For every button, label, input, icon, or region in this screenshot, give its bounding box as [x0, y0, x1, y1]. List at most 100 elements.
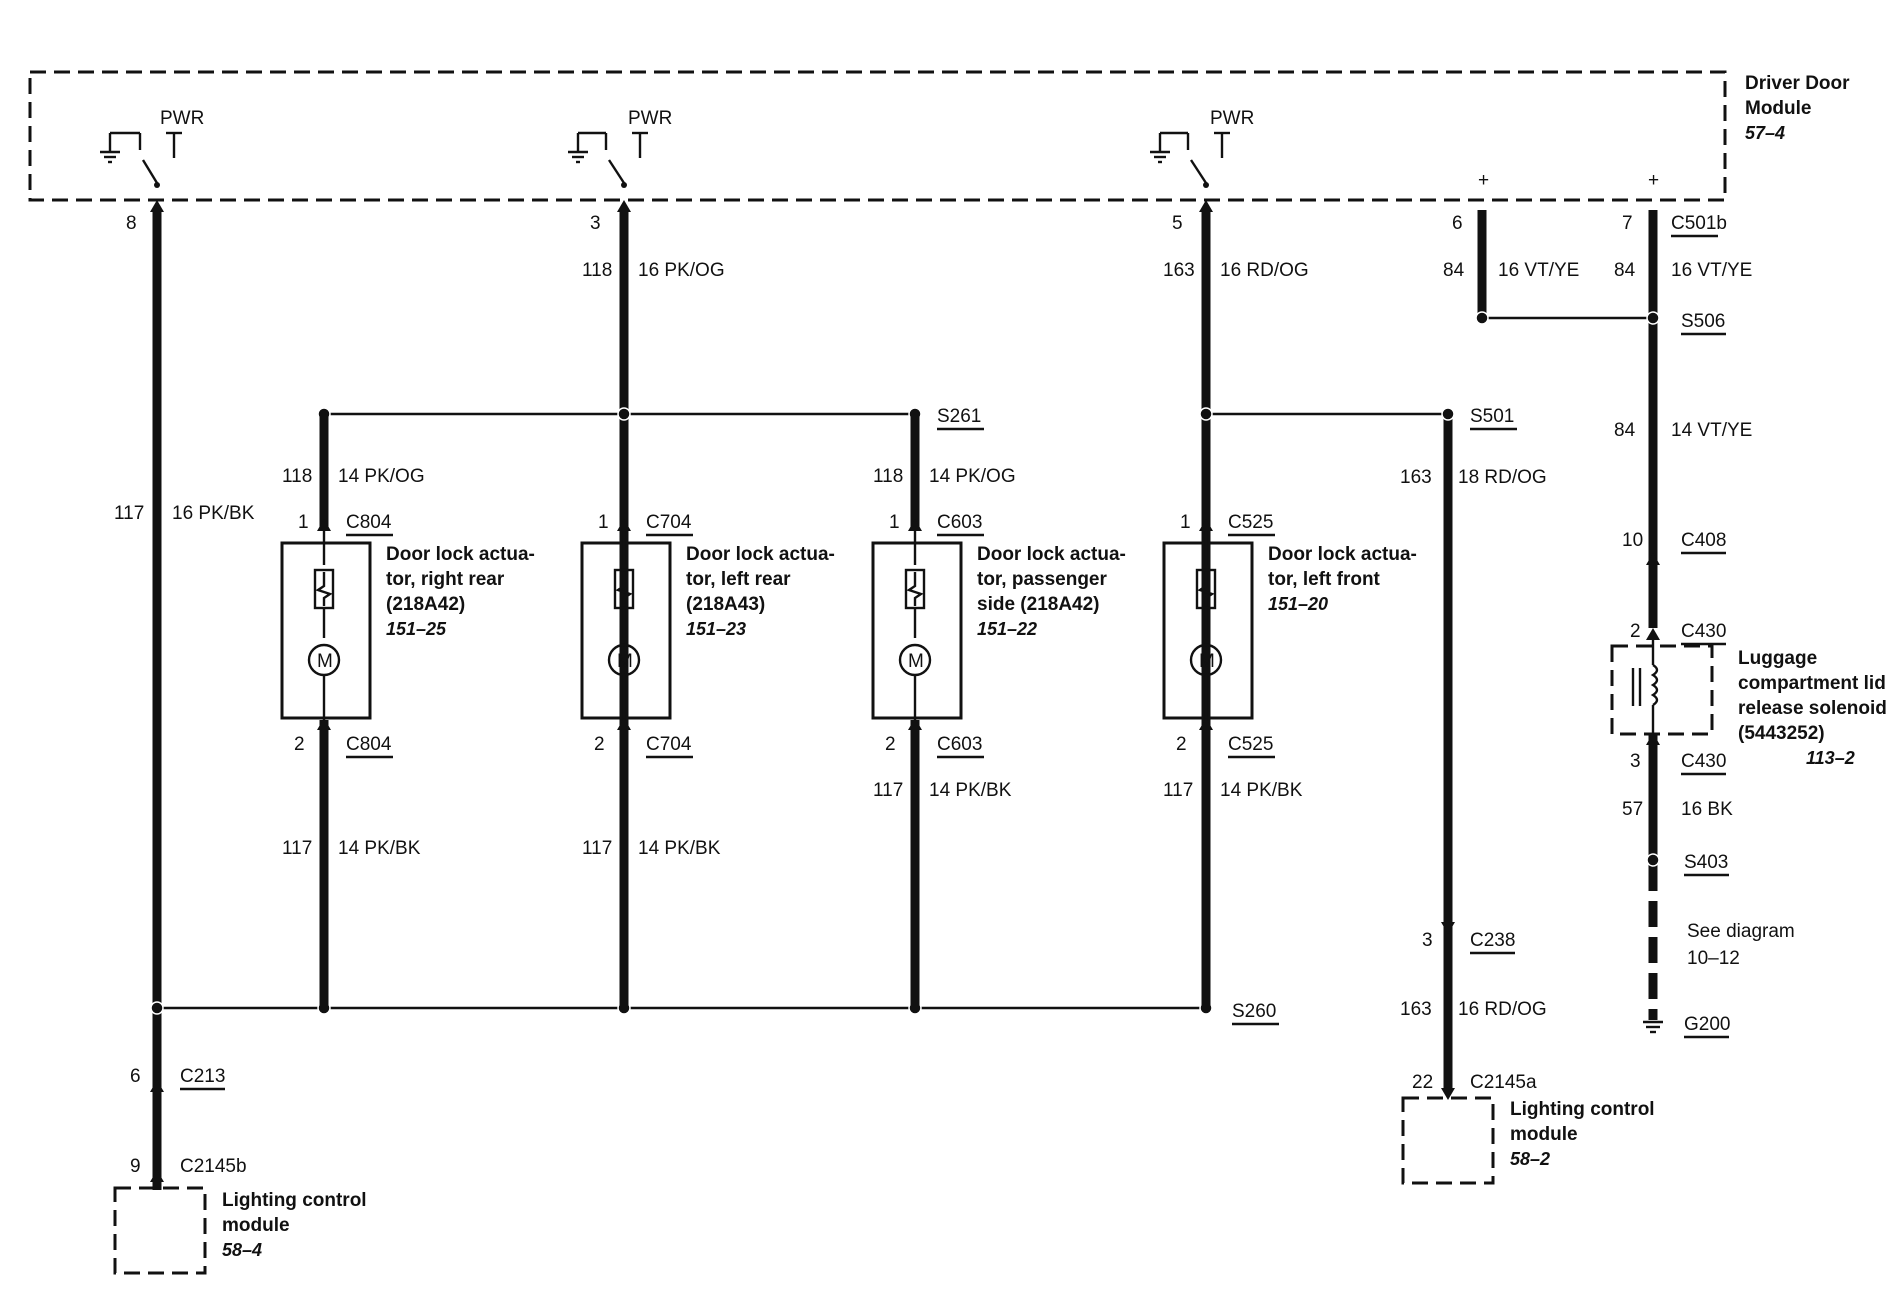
solenoid-name-line3: release solenoid: [1738, 698, 1887, 719]
wire-circuit: 84: [1443, 260, 1465, 281]
connector-c238: C238: [1470, 930, 1515, 951]
pin-8: 8: [126, 213, 137, 234]
wire-circuit: 163: [1400, 467, 1432, 488]
connector-label: C704: [646, 512, 692, 533]
wire-spec: 16 BK: [1681, 799, 1733, 820]
wire-circuit: 117: [282, 838, 312, 859]
wire-circuit: 117: [114, 503, 144, 524]
solenoid-name-line2: compartment lid: [1738, 673, 1886, 694]
pin-5: 5: [1172, 213, 1183, 234]
splice-s403: S403: [1684, 852, 1728, 873]
lcm-name-line2: module: [222, 1215, 290, 1236]
lcm-name-line1: Lighting control: [222, 1190, 367, 1211]
motor-label: M: [908, 651, 924, 672]
pin-7: 7: [1622, 213, 1633, 234]
connector-label: C525: [1228, 734, 1273, 755]
pin-label: 2: [1630, 621, 1641, 642]
connector-c430-top: C430: [1681, 621, 1726, 642]
pwr-label-2: PWR: [628, 108, 672, 129]
plus-sign-pin7: +: [1648, 170, 1659, 191]
see-diagram-line2: 10–12: [1687, 948, 1740, 969]
ground-g200: G200: [1684, 1014, 1730, 1035]
wire-spec: 16 VT/YE: [1671, 260, 1752, 281]
driver-door-module-box: [28, 70, 1727, 202]
pin-label: 3: [1422, 930, 1433, 951]
switch-symbol-1: PWR: [100, 108, 204, 188]
pin-label: 1: [1180, 512, 1191, 533]
wire-circuit: 84: [1614, 420, 1636, 441]
connector-c430-bottom: C430: [1681, 751, 1726, 772]
connector-label: C804: [346, 512, 392, 533]
pin-label: 3: [1630, 751, 1641, 772]
actuator-name-line2: tor, right rear: [386, 569, 505, 590]
actuator-ref: 151–25: [386, 619, 447, 639]
actuator-ref: 151–23: [686, 619, 746, 639]
connector-label: C603: [937, 512, 982, 533]
wire-spec: 16 PK/OG: [638, 260, 725, 281]
connector-c2145b: C2145b: [180, 1156, 247, 1177]
wire-circuit: 163: [1400, 999, 1432, 1020]
wire-spec: 14 PK/BK: [338, 838, 421, 859]
connector-c408: C408: [1681, 530, 1726, 551]
wire-spec: 16 RD/OG: [1458, 999, 1547, 1020]
wire-circuit: 117: [1163, 780, 1193, 801]
actuator-name-line3: (218A43): [686, 594, 765, 615]
actuator-left-front: M: [1162, 519, 1254, 730]
wire-spec: 14 PK/BK: [1220, 780, 1303, 801]
pin-label: 2: [1176, 734, 1187, 755]
wire-spec: 16 PK/BK: [172, 503, 255, 524]
actuator-name-line2: tor, passenger: [977, 569, 1107, 590]
pin-label: 2: [594, 734, 605, 755]
motor-label: M: [617, 651, 633, 672]
lcm-ref: 58–2: [1510, 1149, 1550, 1169]
pin-label: 1: [598, 512, 609, 533]
wire-spec: 14 VT/YE: [1671, 420, 1752, 441]
pin-label: 6: [130, 1066, 141, 1087]
actuator-ref: 151–22: [977, 619, 1037, 639]
wire-circuit: 118: [582, 260, 612, 281]
pin-label: 1: [889, 512, 900, 533]
solenoid-name-line1: Luggage: [1738, 648, 1817, 669]
connector-c2145a: C2145a: [1470, 1072, 1537, 1093]
wire-circuit: 163: [1163, 260, 1195, 281]
pin-label: 2: [294, 734, 305, 755]
wire-circuit: 117: [582, 838, 612, 859]
connector-label: C525: [1228, 512, 1273, 533]
actuator-name-line1: Door lock actua-: [386, 544, 535, 565]
lighting-control-module-mid: [1401, 1096, 1495, 1185]
plus-sign-pin6: +: [1478, 170, 1489, 191]
wire-circuit: 118: [282, 466, 312, 487]
wire-spec: 14 PK/OG: [929, 466, 1016, 487]
pin-label: 1: [298, 512, 309, 533]
wire-spec: 14 PK/BK: [638, 838, 721, 859]
lcm-name-line1: Lighting control: [1510, 1099, 1655, 1120]
wire-circuit: 84: [1614, 260, 1636, 281]
actuator-ref: 151–20: [1268, 594, 1328, 614]
wire-circuit: 57: [1622, 799, 1643, 820]
see-diagram-line1: See diagram: [1687, 921, 1795, 942]
connector-label: C603: [937, 734, 982, 755]
lcm-name-line2: module: [1510, 1124, 1578, 1145]
pin-label: 22: [1412, 1072, 1433, 1093]
wire-circuit: 118: [873, 466, 903, 487]
splice-s506: S506: [1681, 311, 1725, 332]
switch-symbol-3: PWR: [1150, 108, 1254, 188]
solenoid-ref: 113–2: [1806, 748, 1855, 768]
module-ref: 57–4: [1745, 123, 1785, 143]
luggage-solenoid: [1610, 628, 1714, 745]
switch-symbol-2: PWR: [568, 108, 672, 188]
pin-label: 9: [130, 1156, 141, 1177]
wire-spec: 16 RD/OG: [1220, 260, 1309, 281]
actuator-right-rear: M: [280, 519, 372, 730]
actuator-name-line1: Door lock actua-: [1268, 544, 1417, 565]
lcm-ref: 58–4: [222, 1240, 262, 1260]
connector-label: C804: [346, 734, 392, 755]
actuator-left-rear: M: [580, 519, 672, 730]
connector-c213: C213: [180, 1066, 225, 1087]
connector-c501b: C501b: [1671, 213, 1727, 234]
module-name-line2: Module: [1745, 98, 1812, 119]
actuator-passenger: M: [871, 519, 963, 730]
wire-spec: 18 RD/OG: [1458, 467, 1547, 488]
pwr-label-1: PWR: [160, 108, 204, 129]
